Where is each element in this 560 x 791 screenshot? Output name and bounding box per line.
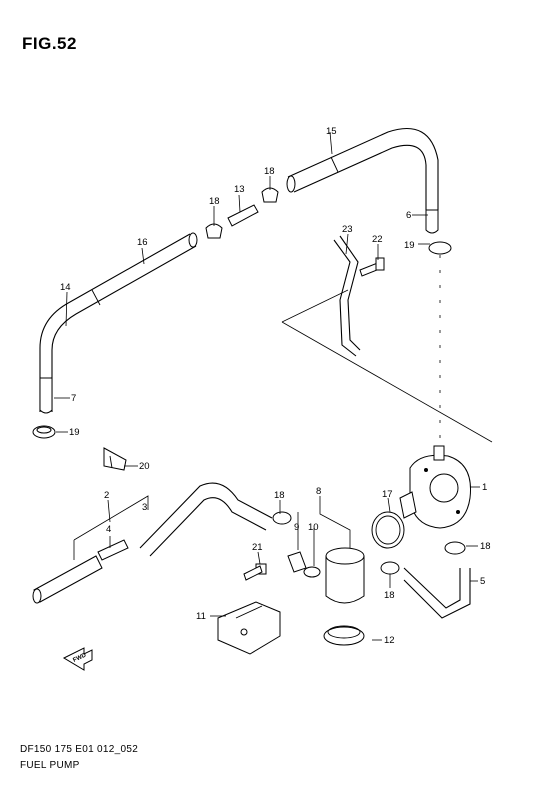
- callout-5: 5: [480, 576, 485, 587]
- bracket-11[interactable]: [217, 601, 281, 655]
- callout-19: 19: [404, 240, 415, 251]
- hose-clamp-18-filter[interactable]: [380, 561, 400, 575]
- callout-23: 23: [342, 224, 353, 235]
- callout-18: 18: [209, 196, 220, 207]
- hose-clamp-18-pump[interactable]: [444, 541, 466, 555]
- hose-clamp-19-left[interactable]: [32, 425, 56, 439]
- callout-14: 14: [60, 282, 71, 293]
- callout-20: 20: [139, 461, 150, 472]
- fuel-hose-16-14[interactable]: [39, 232, 198, 412]
- joint-13[interactable]: [227, 204, 259, 227]
- callout-8: 8: [316, 486, 321, 497]
- hose-clamp-18-top-left[interactable]: [205, 223, 223, 239]
- hose-clamp-19-right[interactable]: [428, 241, 452, 255]
- clamp-10[interactable]: [303, 566, 321, 578]
- callout-11: 11: [196, 611, 206, 622]
- callout-2: 2: [104, 490, 109, 501]
- hose-end-7[interactable]: [39, 377, 53, 414]
- callout-15: 15: [326, 126, 337, 137]
- assembly-plane-lines: [281, 255, 493, 450]
- fuel-filter-8[interactable]: [325, 547, 365, 604]
- callout-17: 17: [382, 489, 393, 500]
- callout-12: 12: [384, 635, 395, 646]
- callout-9: 9: [294, 522, 299, 533]
- callout-21: 21: [252, 542, 263, 553]
- callout-7: 7: [71, 393, 76, 404]
- fuel-hose-15[interactable]: [286, 127, 439, 211]
- bolt-22[interactable]: [359, 257, 385, 277]
- fwd-arrow-label: FWD: [72, 652, 88, 663]
- callout-6: 6: [406, 210, 411, 221]
- callout-3: 3: [142, 502, 147, 513]
- callout-18: 18: [274, 490, 285, 501]
- callout-1: 1: [482, 482, 487, 493]
- clip-20[interactable]: [103, 447, 127, 471]
- callout-18: 18: [480, 541, 491, 552]
- bolt-21[interactable]: [243, 563, 267, 581]
- o-ring-17[interactable]: [371, 511, 405, 549]
- callout-18: 18: [264, 166, 275, 177]
- leader-lines: [54, 131, 480, 641]
- callout-10: 10: [308, 522, 319, 533]
- callout-19: 19: [69, 427, 80, 438]
- hose-clamp-18-top-right[interactable]: [261, 187, 279, 203]
- callout-4: 4: [106, 524, 111, 535]
- joint-4[interactable]: [97, 539, 129, 561]
- callout-labels: 15 6 18 13 18 16 14 7 19 20 23 22 19 1 1…: [60, 126, 491, 646]
- fuel-pump-1[interactable]: [399, 445, 472, 529]
- figure-title: FIG.52: [22, 34, 77, 53]
- fuel-hose-2[interactable]: [32, 555, 103, 604]
- callout-16: 16: [137, 237, 148, 248]
- hose-9[interactable]: [287, 551, 307, 573]
- callout-13: 13: [234, 184, 245, 195]
- callout-22: 22: [372, 234, 383, 245]
- section-name: FUEL PUMP: [20, 760, 80, 771]
- bracket-23[interactable]: [333, 235, 361, 357]
- callout-18: 18: [384, 590, 395, 601]
- fwd-arrow-icon: [62, 647, 93, 671]
- hose-clamp-18-mid[interactable]: [272, 511, 292, 525]
- band-12[interactable]: [323, 625, 365, 646]
- hose-5[interactable]: [403, 567, 471, 619]
- hose-end-6[interactable]: [425, 209, 439, 234]
- fuel-hose-3[interactable]: [139, 482, 273, 557]
- model-code: DF150 175 E01 012_052: [20, 744, 139, 755]
